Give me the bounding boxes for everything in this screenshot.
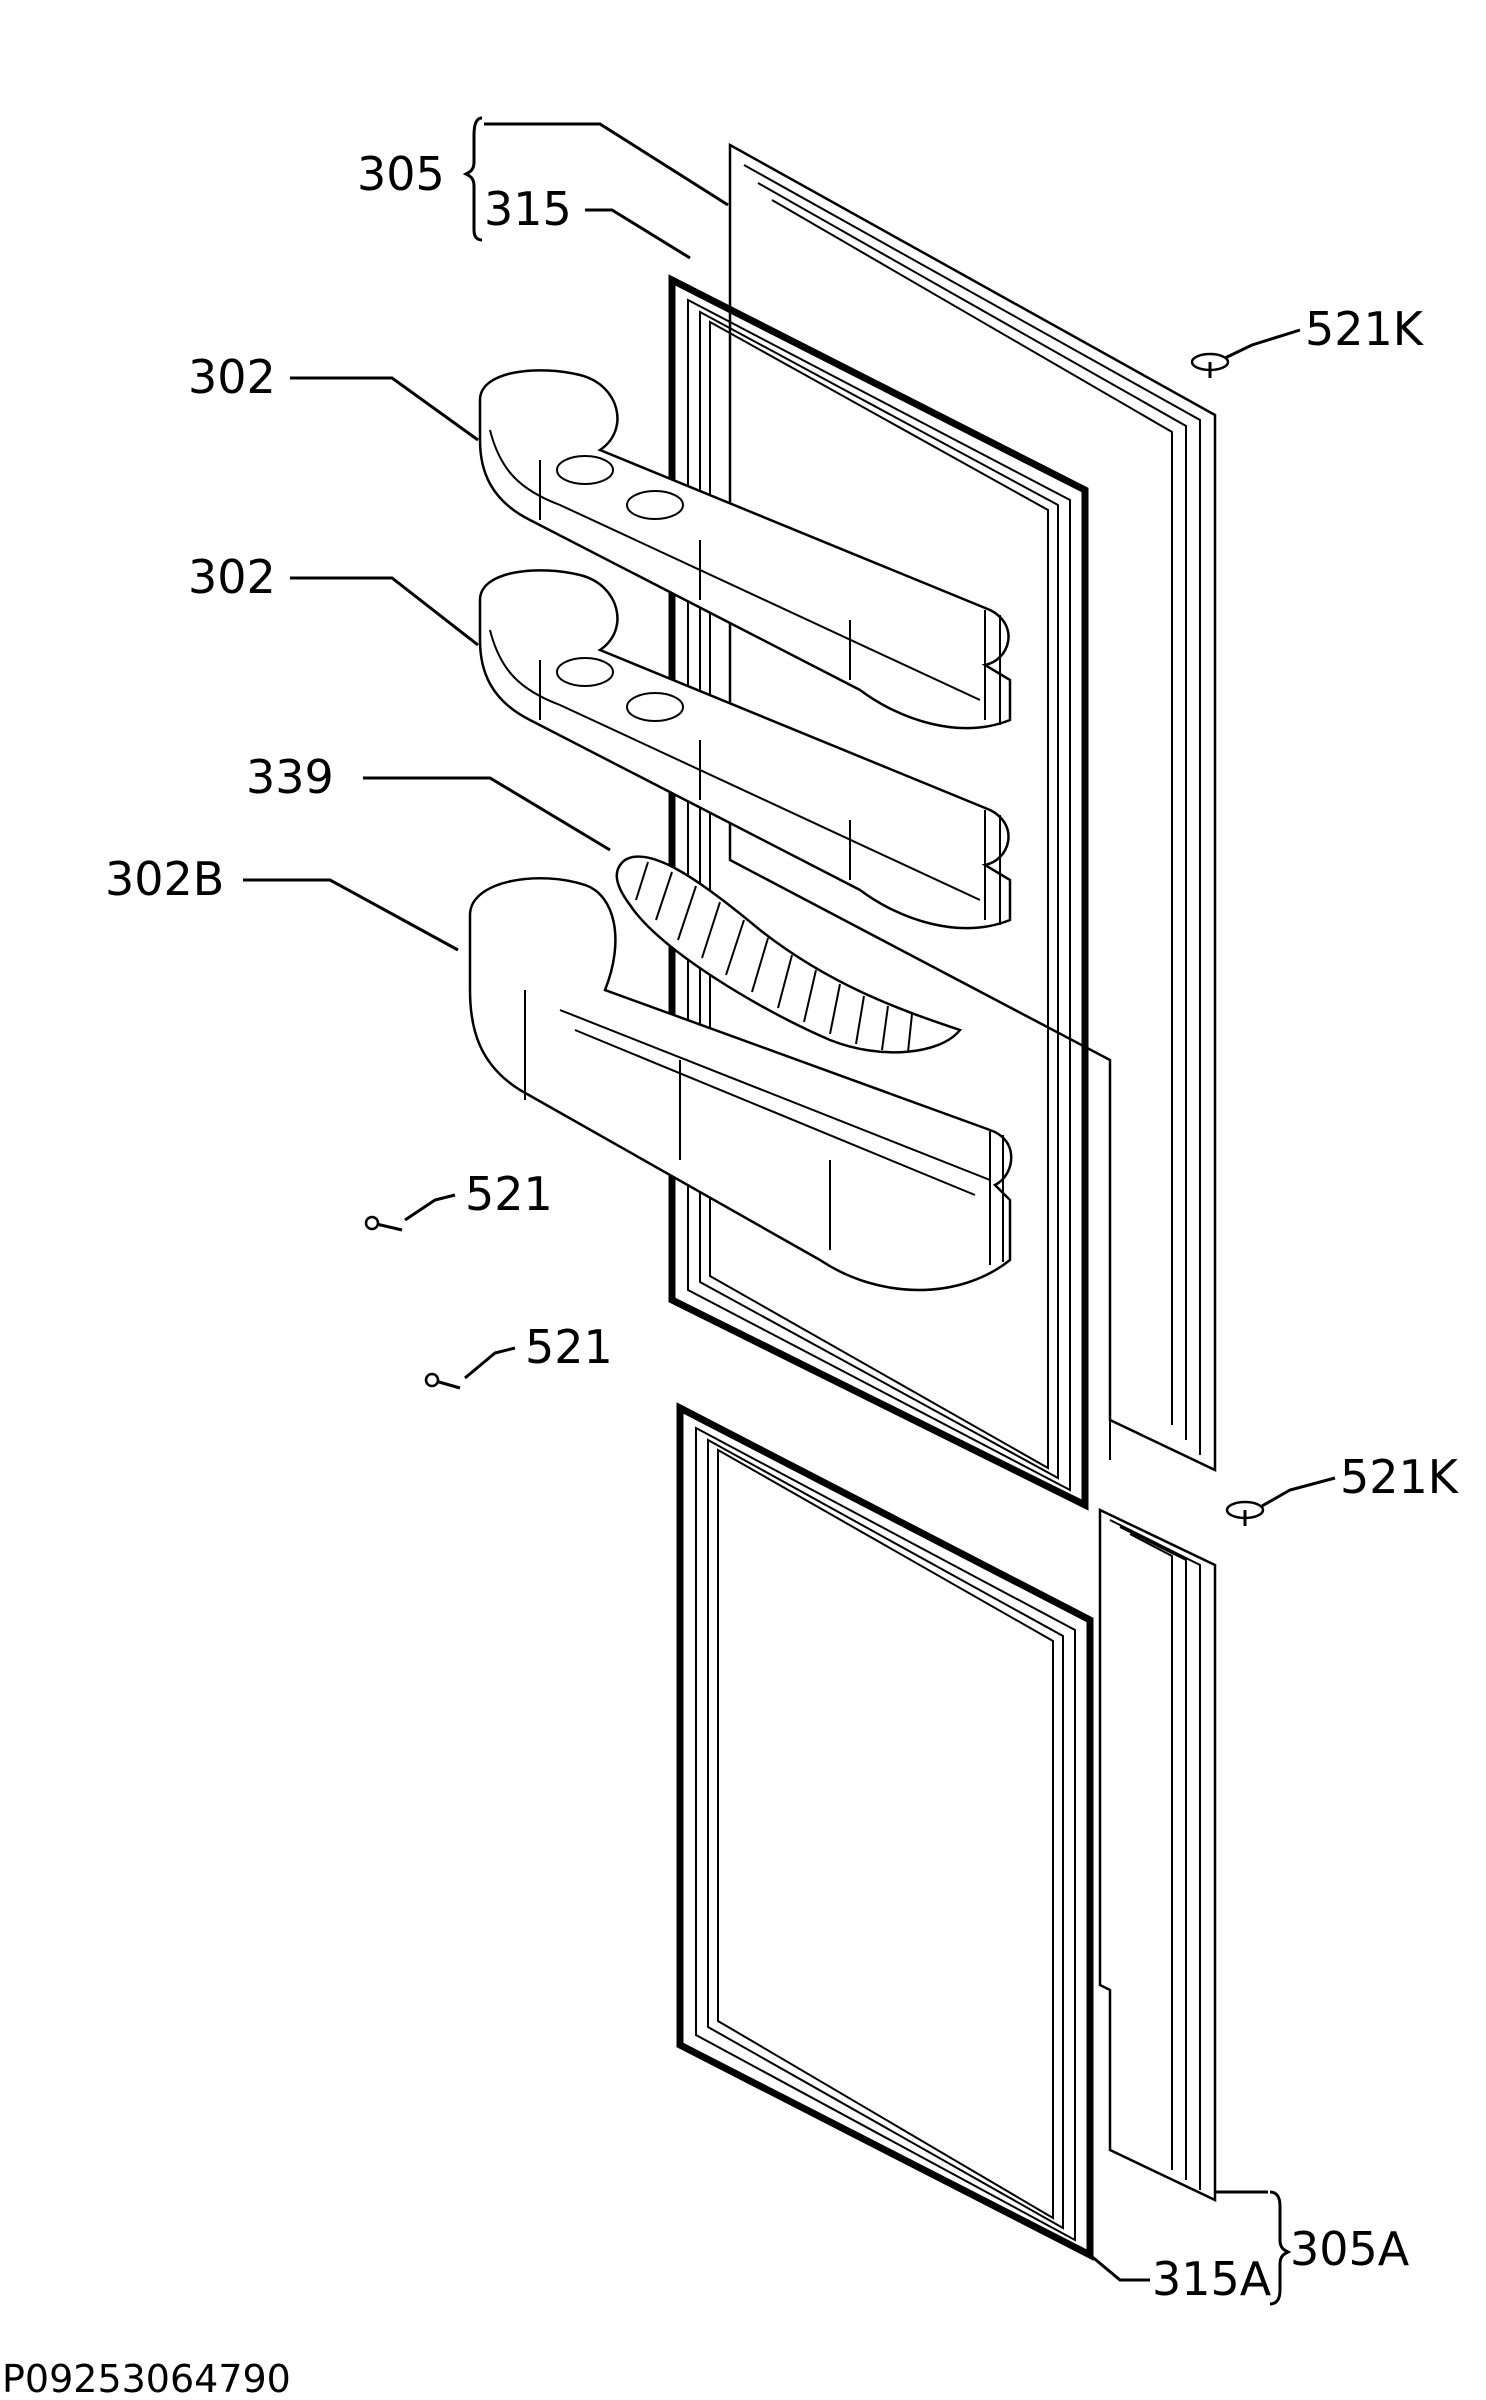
- label-339: 339: [246, 750, 334, 804]
- label-315: 315: [484, 182, 572, 236]
- door-shelf-bottom: [468, 877, 1013, 1292]
- label-521-b: 521: [525, 1320, 613, 1374]
- label-305a: 305A: [1290, 2222, 1410, 2276]
- label-315a: 315A: [1152, 2252, 1272, 2306]
- label-521k-upper: 521K: [1305, 302, 1425, 356]
- door-shelf-middle: [478, 569, 1012, 930]
- screw-521-b: [424, 1372, 461, 1390]
- label-302-top: 302: [188, 350, 276, 404]
- label-302-middle: 302: [188, 550, 276, 604]
- label-302b: 302B: [105, 852, 224, 906]
- hinge-cap-upper: [1190, 352, 1230, 378]
- screw-521-a: [364, 1215, 403, 1232]
- door-shelf-top: [478, 369, 1012, 730]
- bottle-holder: [615, 855, 963, 1054]
- drawing-code: P09253064790: [2, 2357, 291, 2400]
- lower-gasket-frame: [676, 1402, 1094, 2261]
- leader-lines: [243, 116, 1336, 2306]
- lower-door-panel: [1098, 1508, 1217, 2202]
- label-305: 305: [357, 147, 445, 201]
- label-521k-lower: 521K: [1340, 1450, 1460, 1504]
- hinge-cap-lower: [1225, 1500, 1265, 1526]
- label-521-a: 521: [465, 1167, 553, 1221]
